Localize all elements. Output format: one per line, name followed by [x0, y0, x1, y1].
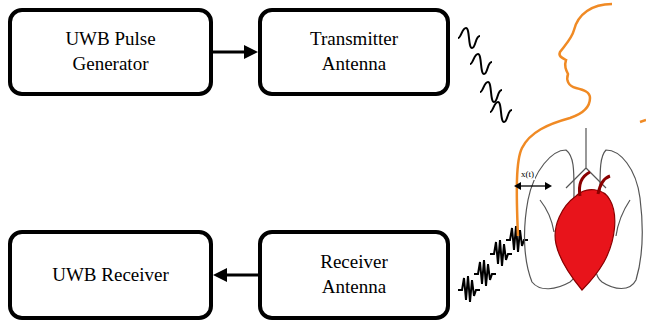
process-box: UWB Pulse Generator: [8, 8, 213, 96]
box-label: Receiver Antenna: [294, 250, 414, 299]
arrow-connector: [213, 268, 258, 282]
process-box: Transmitter Antenna: [258, 8, 450, 96]
box-label: UWB Pulse Generator: [51, 27, 171, 76]
arrow-connector: [213, 45, 258, 59]
process-box: Receiver Antenna: [258, 230, 450, 320]
heart-vessels: [579, 172, 610, 196]
body-back: [640, 120, 646, 122]
box-label: Transmitter Antenna: [294, 27, 414, 76]
box-label: UWB Receiver: [52, 263, 169, 288]
process-box: UWB Receiver: [8, 230, 213, 320]
heart: [555, 190, 615, 290]
received-waves: [458, 226, 528, 302]
signal-label: x(t): [520, 170, 535, 180]
transmitted-waves: [458, 28, 512, 122]
displacement-arrow: [514, 182, 552, 190]
